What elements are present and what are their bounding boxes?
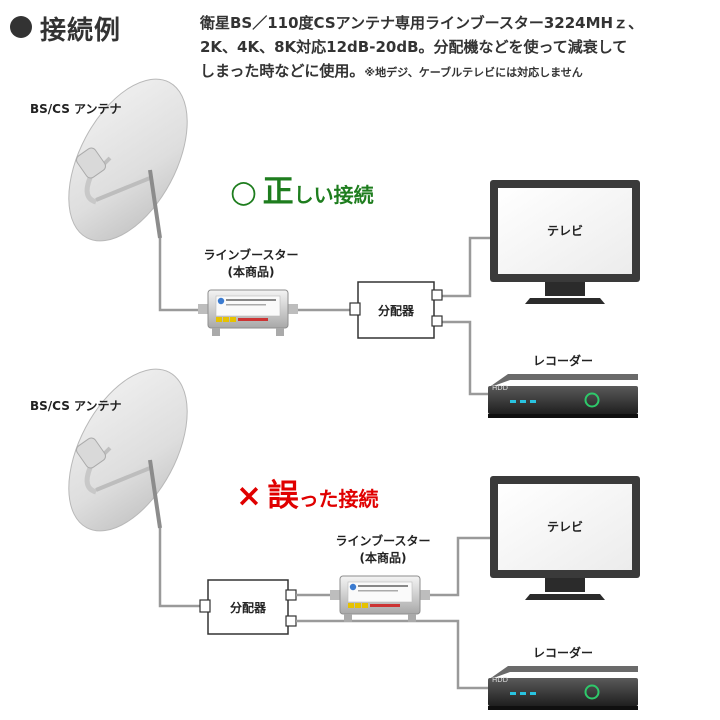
verdict-correct-rest: しい接続	[293, 183, 374, 207]
page-title: 接続例	[40, 16, 122, 46]
splitter-label-2: 分配器	[229, 601, 266, 615]
tv-label-1: テレビ	[546, 224, 583, 238]
cable-splitter-recorder-1	[434, 320, 490, 396]
recorder-badge-2: HDD	[492, 676, 509, 684]
recorder-badge-1: HDD	[492, 384, 509, 392]
line-booster-icon-1	[197, 289, 299, 337]
correct-diagram-graphics	[44, 60, 640, 419]
tv-label-2: テレビ	[546, 520, 583, 534]
splitter-label-1: 分配器	[377, 304, 414, 318]
description-line-3-wrapper: しまった時などに使用。※地デジ、ケーブルテレビには対応しません	[200, 60, 583, 81]
tv-icon-1	[490, 180, 640, 304]
booster-label-2: ラインブースター (本商品)	[318, 532, 448, 566]
splitter-box-1	[357, 281, 435, 339]
cable-antenna-splitter-2	[158, 528, 200, 608]
recorder-icon-2	[487, 665, 639, 711]
verdict-correct-main: 正	[262, 174, 294, 210]
description-line-3: しまった時などに使用。	[200, 62, 365, 80]
recorder-icon-1	[487, 373, 639, 419]
tv-icon-2	[490, 476, 640, 600]
cable-splitter-tv-1	[434, 236, 490, 298]
title-bullet-icon	[10, 16, 32, 38]
recorder-label-2: レコーダー	[532, 646, 593, 660]
booster-sub-2: (本商品)	[359, 551, 407, 565]
verdict-wrong: × 誤った接続	[236, 470, 379, 515]
antenna-dish-icon-2	[44, 350, 211, 550]
verdict-wrong-symbol: ×	[236, 478, 262, 514]
verdict-correct-symbol: ○	[230, 174, 258, 210]
booster-name-2: ラインブースター	[335, 534, 431, 548]
description-note: ※地デジ、ケーブルテレビには対応しません	[364, 66, 583, 79]
description-line-2: 2K、4K、8K対応12dB-20dB。分配機などを使って減衰して	[200, 38, 628, 56]
booster-sub-1: (本商品)	[227, 265, 275, 279]
booster-name-1: ラインブースター	[203, 248, 299, 262]
wrong-diagram-graphics	[44, 350, 640, 711]
cable-antenna-booster-1	[158, 238, 198, 312]
cable-splitter-recorder-2	[296, 619, 490, 690]
antenna-label-1: BS/CS アンテナ	[30, 102, 122, 116]
description-line-1: 衛星BS／110度CSアンテナ専用ラインブースター3224MHｚ、	[200, 14, 644, 32]
antenna-label-2: BS/CS アンテナ	[30, 399, 122, 413]
splitter-box-2	[207, 579, 289, 635]
cable-booster-tv-2	[430, 536, 490, 597]
verdict-wrong-main: 誤	[267, 478, 299, 514]
verdict-wrong-rest: った接続	[298, 487, 379, 511]
recorder-label-1: レコーダー	[532, 354, 593, 368]
booster-label-1: ラインブースター (本商品)	[186, 246, 316, 280]
antenna-dish-icon-1	[44, 60, 211, 260]
verdict-correct: ○ 正しい接続	[230, 166, 374, 211]
line-booster-icon-2	[329, 575, 431, 623]
